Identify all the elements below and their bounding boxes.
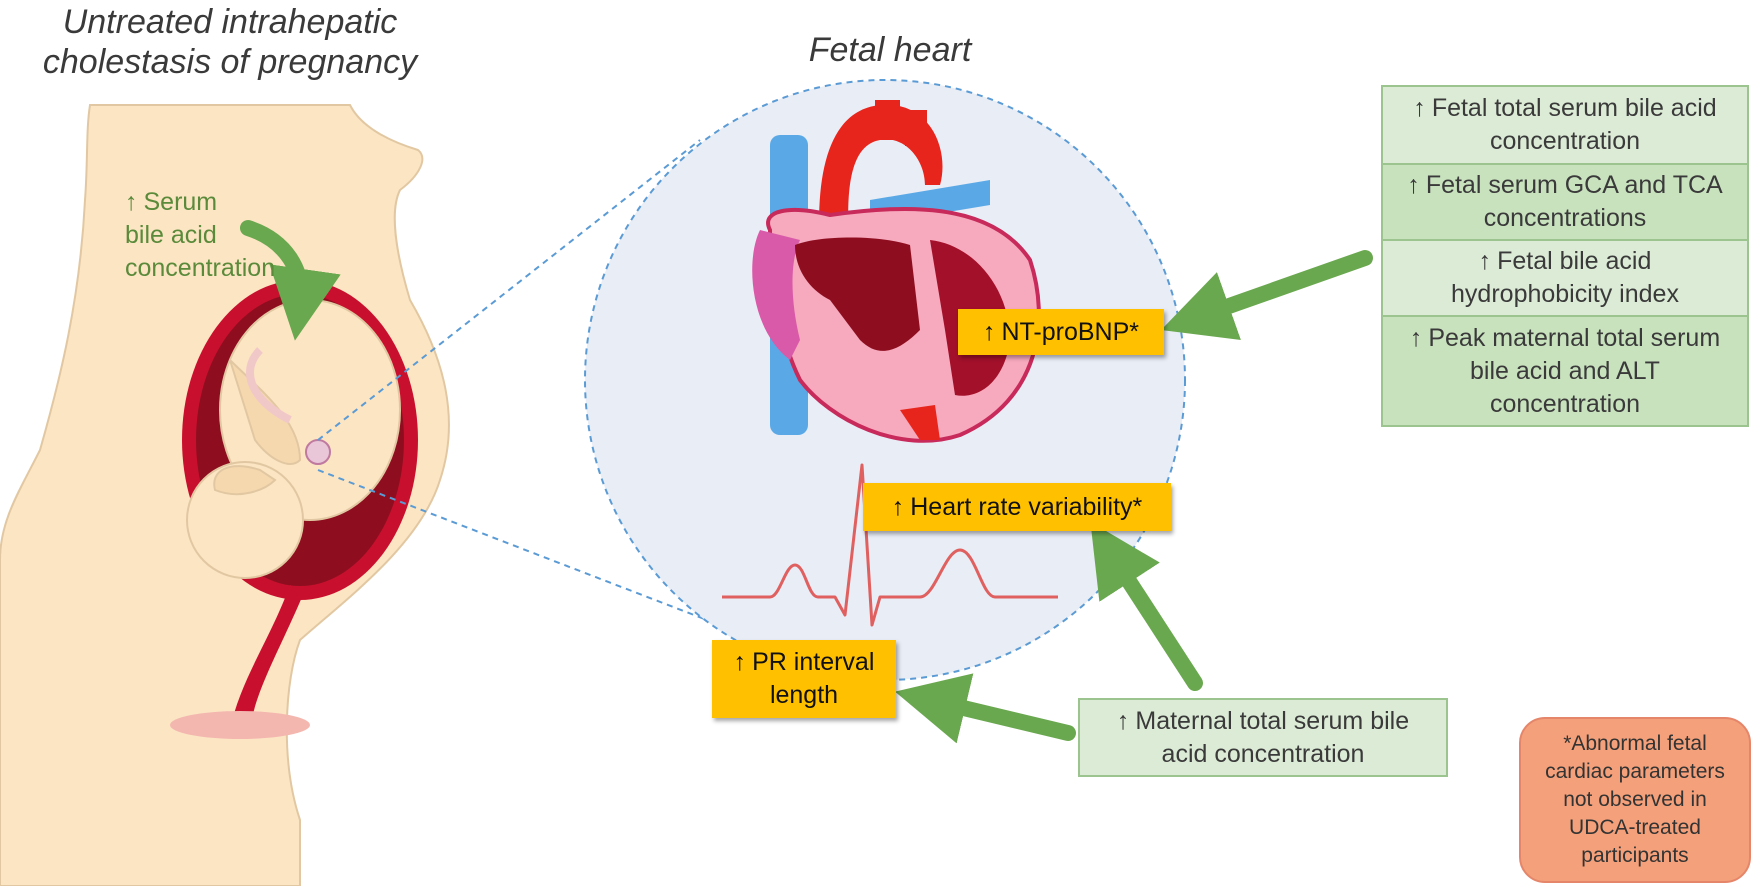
pr-interval-box: ↑PR interval length: [712, 640, 896, 718]
box-line: Maternal total serum bile: [1135, 706, 1410, 735]
left-title-line2: cholestasis of pregnancy: [42, 43, 418, 81]
note-line: *Abnormal fetal: [1563, 732, 1707, 755]
udca-footnote: *Abnormal fetal cardiac parameters not o…: [1519, 717, 1751, 883]
up-arrow-icon: ↑: [1116, 706, 1130, 735]
box-line: concentration: [1489, 127, 1641, 155]
arrow-maternal-to-pr: [894, 673, 1076, 744]
note-line: cardiac parameters: [1545, 760, 1725, 783]
note-line: not observed in: [1563, 788, 1707, 811]
arrow-stack-to-ntprobnp: [1161, 250, 1373, 340]
box-line: Fetal serum GCA and TCA: [1425, 171, 1723, 199]
serum-label-line2: bile acid: [125, 221, 217, 249]
fetal-gca-tca-box: ↑Fetal serum GCA and TCA concentrations: [1381, 163, 1749, 241]
fetal-hydrophobicity-box: ↑Fetal bile acid hydrophobicity index: [1381, 239, 1749, 317]
box-line: acid concentration: [1161, 739, 1365, 768]
box-line: Peak maternal total serum: [1428, 323, 1721, 352]
heart-illustration: [752, 100, 1041, 443]
green-arrows: [240, 220, 1373, 744]
fetal-total-serum-bile-acid-box: ↑Fetal total serum bile acid concentrati…: [1381, 85, 1749, 165]
left-title: Untreated intrahepatic cholestasis of pr…: [0, 2, 460, 82]
maternal-total-serum-bile-acid-box: ↑Maternal total serum bile acid concentr…: [1078, 698, 1448, 777]
box-line: bile acid and ALT: [1470, 356, 1660, 385]
up-arrow-icon: ↑: [733, 648, 747, 676]
up-arrow-icon: ↑: [1478, 247, 1492, 275]
left-title-line1: Untreated intrahepatic: [62, 3, 398, 41]
box-line: concentrations: [1483, 204, 1647, 232]
ecg-trace: [722, 463, 1058, 627]
serum-label-line3: concentration: [125, 254, 276, 282]
zoom-lines: [317, 79, 1186, 681]
up-arrow-icon: ↑: [982, 317, 996, 346]
fetal-heart-title: Fetal heart: [808, 31, 972, 69]
up-arrow-icon: ↑: [1409, 323, 1423, 352]
pr-label-line2: length: [769, 681, 839, 709]
serum-bile-acid-label: ↑Serum bile acid concentration: [125, 186, 315, 285]
up-arrow-icon: ↑: [891, 492, 905, 521]
note-line: UDCA-treated: [1569, 816, 1701, 839]
box-line: concentration: [1489, 389, 1641, 418]
heart-rate-variability-box: ↑Heart rate variability*: [863, 483, 1171, 531]
pr-label-line1: PR interval: [752, 648, 875, 676]
nt-probnp-label: NT-proBNP*: [1001, 317, 1140, 346]
peak-maternal-bile-acid-alt-box: ↑Peak maternal total serum bile acid and…: [1381, 315, 1749, 427]
hrv-label: Heart rate variability*: [910, 492, 1143, 521]
nt-probnp-box: ↑NT-proBNP*: [958, 309, 1164, 355]
up-arrow-icon: ↑: [125, 188, 138, 216]
box-line: Fetal total serum bile acid: [1431, 94, 1717, 122]
box-line: hydrophobicity index: [1451, 280, 1679, 308]
arrow-serum-to-fetus: [240, 220, 341, 341]
arrow-maternal-to-hrv: [1090, 521, 1203, 691]
box-line: Fetal bile acid: [1497, 247, 1652, 275]
note-line: participants: [1581, 844, 1689, 867]
up-arrow-icon: ↑: [1407, 171, 1420, 199]
up-arrow-icon: ↑: [1413, 94, 1426, 122]
serum-label-line1: Serum: [143, 188, 218, 216]
